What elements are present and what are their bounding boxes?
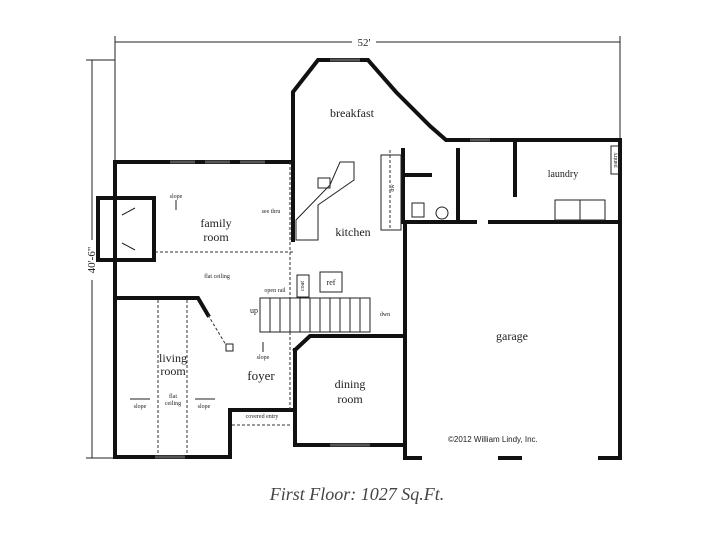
staircase bbox=[225, 271, 371, 352]
floor-caption: First Floor: 1027 Sq.Ft. bbox=[269, 484, 445, 504]
dining-room-label-1: dining bbox=[335, 377, 366, 391]
plan-notes: slope flat ceiling see thru open rail co… bbox=[130, 194, 390, 420]
family-room-label-1: family bbox=[200, 216, 231, 230]
ref-label: ref bbox=[327, 278, 336, 287]
down-label: dwn bbox=[380, 312, 390, 318]
dw-label: dw bbox=[390, 184, 396, 192]
flat-ceiling-living-2: ceiling bbox=[165, 401, 181, 407]
living-room-label-1: living bbox=[159, 351, 187, 365]
kitchen-counter: dw pantry bbox=[295, 145, 620, 241]
see-thru-note: see thru bbox=[262, 209, 281, 215]
slope-left-note: slope bbox=[134, 404, 147, 410]
ceiling-lines bbox=[155, 150, 391, 455]
copyright-notice: ©2012 William Lindy, Inc. bbox=[448, 435, 538, 444]
family-room-label-2: room bbox=[203, 230, 229, 244]
foyer-label: foyer bbox=[247, 368, 275, 383]
pantry-label: pantry bbox=[613, 152, 619, 167]
room-labels: breakfast family room kitchen laundry ga… bbox=[159, 106, 578, 406]
dining-room-label-2: room bbox=[337, 392, 363, 406]
laundry-label: laundry bbox=[548, 169, 579, 180]
dimension-lines: 52' 40'-6" bbox=[86, 36, 621, 459]
slope-note: slope bbox=[170, 194, 183, 200]
flat-ceiling-note: flat ceiling bbox=[204, 273, 230, 280]
windows bbox=[155, 58, 490, 459]
slope-right-note: slope bbox=[198, 404, 211, 410]
kitchen-label: kitchen bbox=[335, 225, 370, 239]
lavatory-icon bbox=[435, 206, 449, 220]
living-room-label-2: room bbox=[160, 364, 186, 378]
open-rail-note: open rail bbox=[264, 288, 285, 294]
sink-icon bbox=[317, 177, 331, 189]
breakfast-label: breakfast bbox=[330, 106, 375, 120]
garage-label: garage bbox=[496, 329, 528, 343]
coat-label: coat bbox=[300, 281, 306, 291]
slope-foyer-note: slope bbox=[257, 355, 270, 361]
covered-entry-note: covered entry bbox=[246, 414, 279, 420]
toilet-icon bbox=[411, 202, 425, 218]
up-label: up bbox=[250, 306, 258, 315]
width-dimension: 52' bbox=[358, 37, 371, 49]
flat-ceiling-living-1: flat bbox=[169, 393, 177, 400]
depth-dimension: 40'-6" bbox=[86, 247, 98, 274]
